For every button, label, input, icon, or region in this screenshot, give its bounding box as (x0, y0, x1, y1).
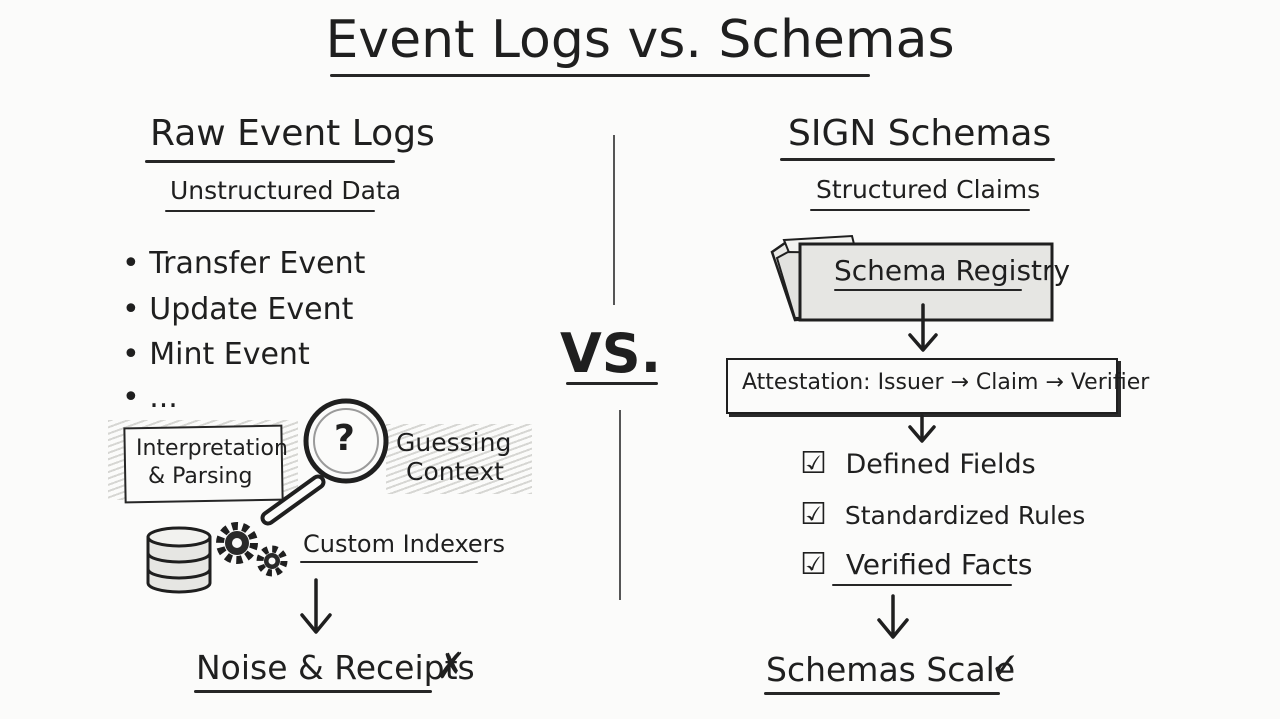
right-subheading: Structured Claims (816, 175, 1041, 204)
list-item: • Mint Event (122, 337, 310, 372)
guessing-line-2: Context (406, 457, 504, 486)
right-subheading-underline (810, 209, 1030, 211)
interpretation-line-1: Interpretation (136, 436, 288, 461)
checkbox-checked-icon: ☑ (800, 446, 827, 481)
title-underline (330, 74, 870, 77)
list-item: • ... (122, 380, 178, 415)
right-result: Schemas Scale (766, 650, 1016, 689)
interpretation-line-2: & Parsing (148, 464, 253, 489)
list-item: • Update Event (122, 292, 354, 327)
left-heading-underline (145, 160, 395, 163)
right-heading: SIGN Schemas (788, 113, 1052, 154)
schema-registry-label: Schema Registry (834, 254, 1071, 287)
guessing-line-1: Guessing (396, 428, 512, 457)
checkbox-checked-icon: ☑ (800, 497, 827, 532)
custom-indexers-underline (300, 561, 478, 563)
vs-label: VS. (560, 322, 662, 385)
right-result-underline (764, 692, 1000, 695)
list-item: ☑ Standardized Rules (800, 497, 1086, 532)
page-title: Event Logs vs. Schemas (325, 10, 955, 70)
custom-indexers: Custom Indexers (303, 530, 506, 558)
bullet-icon: • (122, 246, 150, 281)
bullet-icon: • (122, 292, 150, 327)
vs-underline (566, 382, 658, 385)
center-divider-top (613, 135, 615, 305)
center-divider-bottom (619, 410, 621, 600)
list-item: ☑ Defined Fields (800, 446, 1036, 481)
left-heading: Raw Event Logs (150, 113, 435, 154)
left-subheading: Unstructured Data (170, 176, 402, 205)
list-item: • Transfer Event (122, 246, 366, 281)
list-item: ☑ Verified Facts (800, 547, 1033, 582)
attestation-box (726, 358, 1118, 414)
x-mark-icon: ✗ (436, 646, 467, 687)
left-subheading-underline (165, 210, 375, 212)
check-mark-icon: ✓ (990, 646, 1021, 687)
bullet-icon: • (122, 337, 150, 372)
schema-registry-underline (834, 289, 1022, 291)
guessing-hatch-band (386, 424, 532, 494)
left-result: Noise & Receipts (196, 648, 475, 687)
left-result-underline (194, 690, 432, 693)
verified-facts-underline (832, 584, 1012, 586)
right-heading-underline (780, 158, 1055, 161)
bullet-icon: • (122, 380, 150, 415)
attestation-label: Attestation: Issuer → Claim → Verifier (742, 370, 1150, 395)
question-mark: ? (334, 418, 355, 459)
checkbox-checked-icon: ☑ (800, 547, 827, 582)
